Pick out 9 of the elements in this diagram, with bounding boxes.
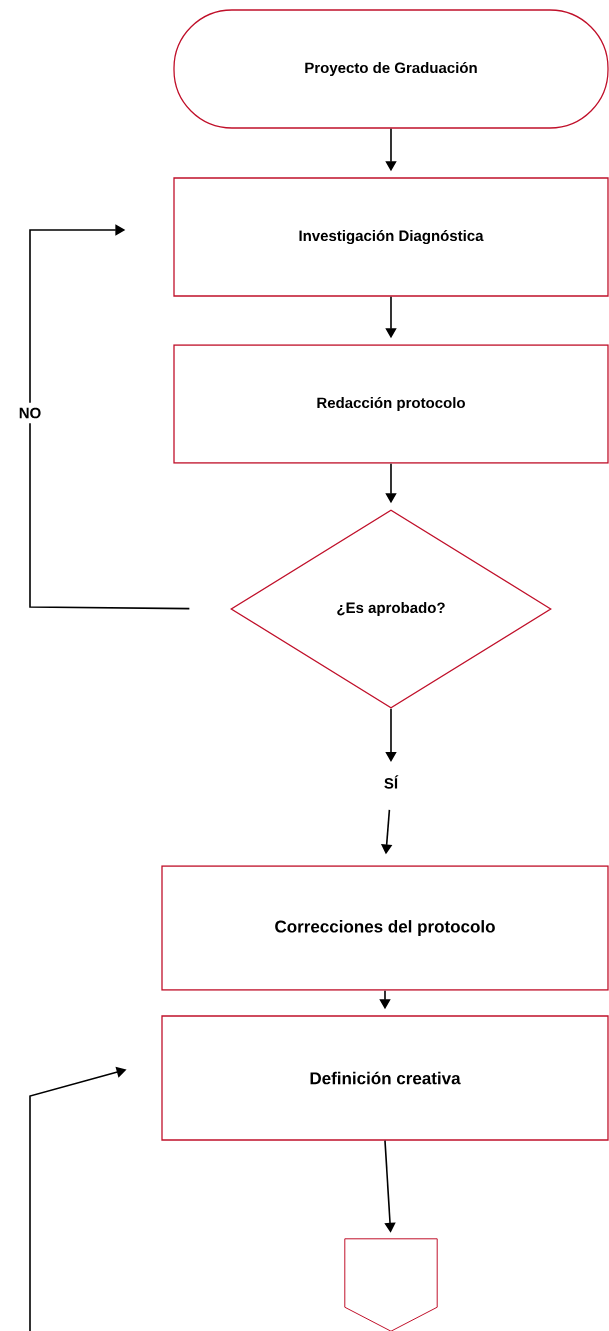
terminal-box: Proyecto de Graduación [173, 9, 609, 129]
edge-label: NO [13, 402, 47, 424]
branch-label: SÍ [384, 775, 399, 789]
arrow [29, 224, 191, 610]
process-box: Correcciones del protocolo [161, 865, 609, 991]
process-box: Redacción protocolo [173, 344, 609, 464]
process-box: Investigación Diagnóstica [173, 177, 609, 297]
process-box: Definición creativa [161, 1015, 609, 1141]
off-page-connector [344, 1238, 438, 1331]
